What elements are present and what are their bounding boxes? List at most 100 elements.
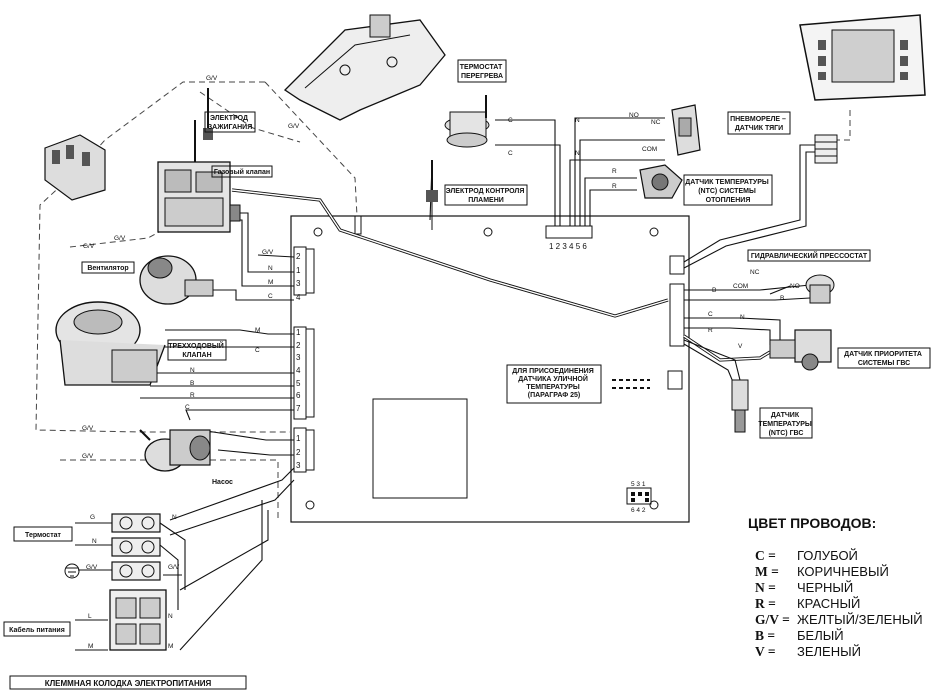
label-box <box>211 165 273 178</box>
ntc-heating-label: ДАТЧИК ТЕМПЕРАТУРЫ (NTC) СИСТЕМЫ ОТОПЛЕН… <box>685 179 770 204</box>
ground-line <box>60 459 279 520</box>
pump <box>139 429 211 472</box>
wire-code: L <box>88 613 92 620</box>
legend-value: ГОЛУБОЙ <box>797 548 858 563</box>
wire-power <box>169 467 295 521</box>
connector-right-3 <box>667 370 683 390</box>
connector-right-1 <box>669 255 685 275</box>
mount-hole <box>305 500 315 510</box>
pump-label: Насос <box>212 479 233 486</box>
wire-code: G <box>90 514 95 521</box>
connector-top-pins: 1 2 3 4 5 6 <box>549 242 587 251</box>
wire-code: G/V <box>83 243 95 250</box>
label-box <box>457 59 507 83</box>
power-cable-label: Кабель питания <box>9 626 65 634</box>
label-box <box>837 347 931 369</box>
wire-code: N <box>168 613 173 620</box>
wire-code: B <box>780 295 784 302</box>
svg-text:3: 3 <box>296 353 301 362</box>
flame-connector <box>354 215 362 235</box>
fan-label: Вентилятор <box>87 265 128 272</box>
wire-ntc-heat <box>584 177 637 226</box>
dip-pins-top: 5 3 1 <box>631 481 646 488</box>
wire-pump <box>217 449 294 456</box>
legend-value: КРАСНЫЙ <box>797 596 860 611</box>
wire-block <box>159 522 186 590</box>
mount-hole <box>483 227 493 237</box>
dip-pins-bottom: 6 4 2 <box>631 507 646 514</box>
wire-pump-c <box>185 409 294 421</box>
wire-code: R <box>612 183 617 190</box>
wire-code: R <box>708 327 713 334</box>
wire-power <box>179 500 263 651</box>
label-box <box>167 339 227 361</box>
wire-code: N <box>740 314 745 321</box>
wire-code: N <box>575 150 580 157</box>
wire-code: M <box>88 643 93 650</box>
wire-overheat <box>495 144 561 226</box>
svg-text:5: 5 <box>296 379 301 388</box>
wire-code: COM <box>642 146 657 153</box>
wire-code: M <box>255 327 260 334</box>
wire-pneumo <box>569 159 665 226</box>
ntc-dhw-sensor <box>731 379 749 433</box>
wire-code: NC <box>750 269 760 276</box>
wire-pneumo <box>574 117 665 226</box>
wire-dhw-priority <box>684 317 781 340</box>
wire-code: N <box>172 514 177 521</box>
wire-code: G/V <box>168 564 180 571</box>
wire-ntc-heat <box>589 189 637 226</box>
outdoor-sensor-label: ДЛЯ ПРИСОЕДИНЕНИЯ ДАТЧИКА УЛИЧНОЙ ТЕМПЕР… <box>512 368 595 399</box>
wire-code: C <box>708 311 713 318</box>
board-chip <box>372 398 468 499</box>
label-box <box>747 249 871 262</box>
wire-fan <box>210 289 294 301</box>
wire-pressostat <box>684 284 811 291</box>
wire-pressostat <box>684 297 811 301</box>
legend-key: R = <box>755 596 776 611</box>
remote-control <box>799 14 926 101</box>
wire-code: M <box>168 643 173 650</box>
svg-text:3: 3 <box>296 279 301 288</box>
connector-top <box>545 225 593 239</box>
wire-block <box>159 544 179 610</box>
hydro-pressostat <box>805 274 835 304</box>
wire-code: G/V <box>114 235 126 242</box>
wire-code: C <box>508 150 513 157</box>
wire-code: M <box>268 279 273 286</box>
ground-line <box>835 110 851 141</box>
svg-text:2: 2 <box>296 341 301 350</box>
legend-key: N = <box>755 580 776 595</box>
wire-code: G/V <box>262 249 274 256</box>
wire-dhw-priority <box>683 335 771 361</box>
wire-code: C <box>268 293 273 300</box>
dhw-priority-sensor <box>769 329 832 371</box>
wire-code: N <box>268 265 273 272</box>
ignition-electrode-label: ЭЛЕКТРОД ЗАЖИГАНИЯ <box>208 115 253 131</box>
three-way-valve <box>55 301 166 386</box>
three-way-valve-label: ТРЕХХОДОВЫЙ КЛАПАН <box>168 341 225 359</box>
wire-code: C <box>255 347 260 354</box>
wire-code: NO <box>790 283 800 290</box>
label-box <box>204 111 256 133</box>
legend-value: ЗЕЛЕНЫЙ <box>797 644 861 659</box>
wire-code: R <box>190 392 195 399</box>
mount-hole <box>313 227 323 237</box>
wire-ntc-dhw <box>683 343 734 383</box>
ignition-electrode <box>203 88 213 140</box>
svg-text:4: 4 <box>296 366 301 375</box>
wire-code: NO <box>629 112 639 119</box>
label-box <box>727 111 791 135</box>
wire-code: C <box>508 117 513 124</box>
wire-gas-valve <box>232 212 294 273</box>
boiler-bracket <box>283 14 446 121</box>
legend-key: G/V = <box>755 612 790 627</box>
wire-code: N <box>190 367 195 374</box>
legend-key: M = <box>755 564 779 579</box>
wire-code: C <box>185 404 190 411</box>
legend-key: V = <box>755 644 776 659</box>
svg-text:7: 7 <box>296 404 301 413</box>
legend-title: ЦВЕТ ПРОВОДОВ: <box>748 515 876 531</box>
pneumorelay <box>671 104 701 156</box>
